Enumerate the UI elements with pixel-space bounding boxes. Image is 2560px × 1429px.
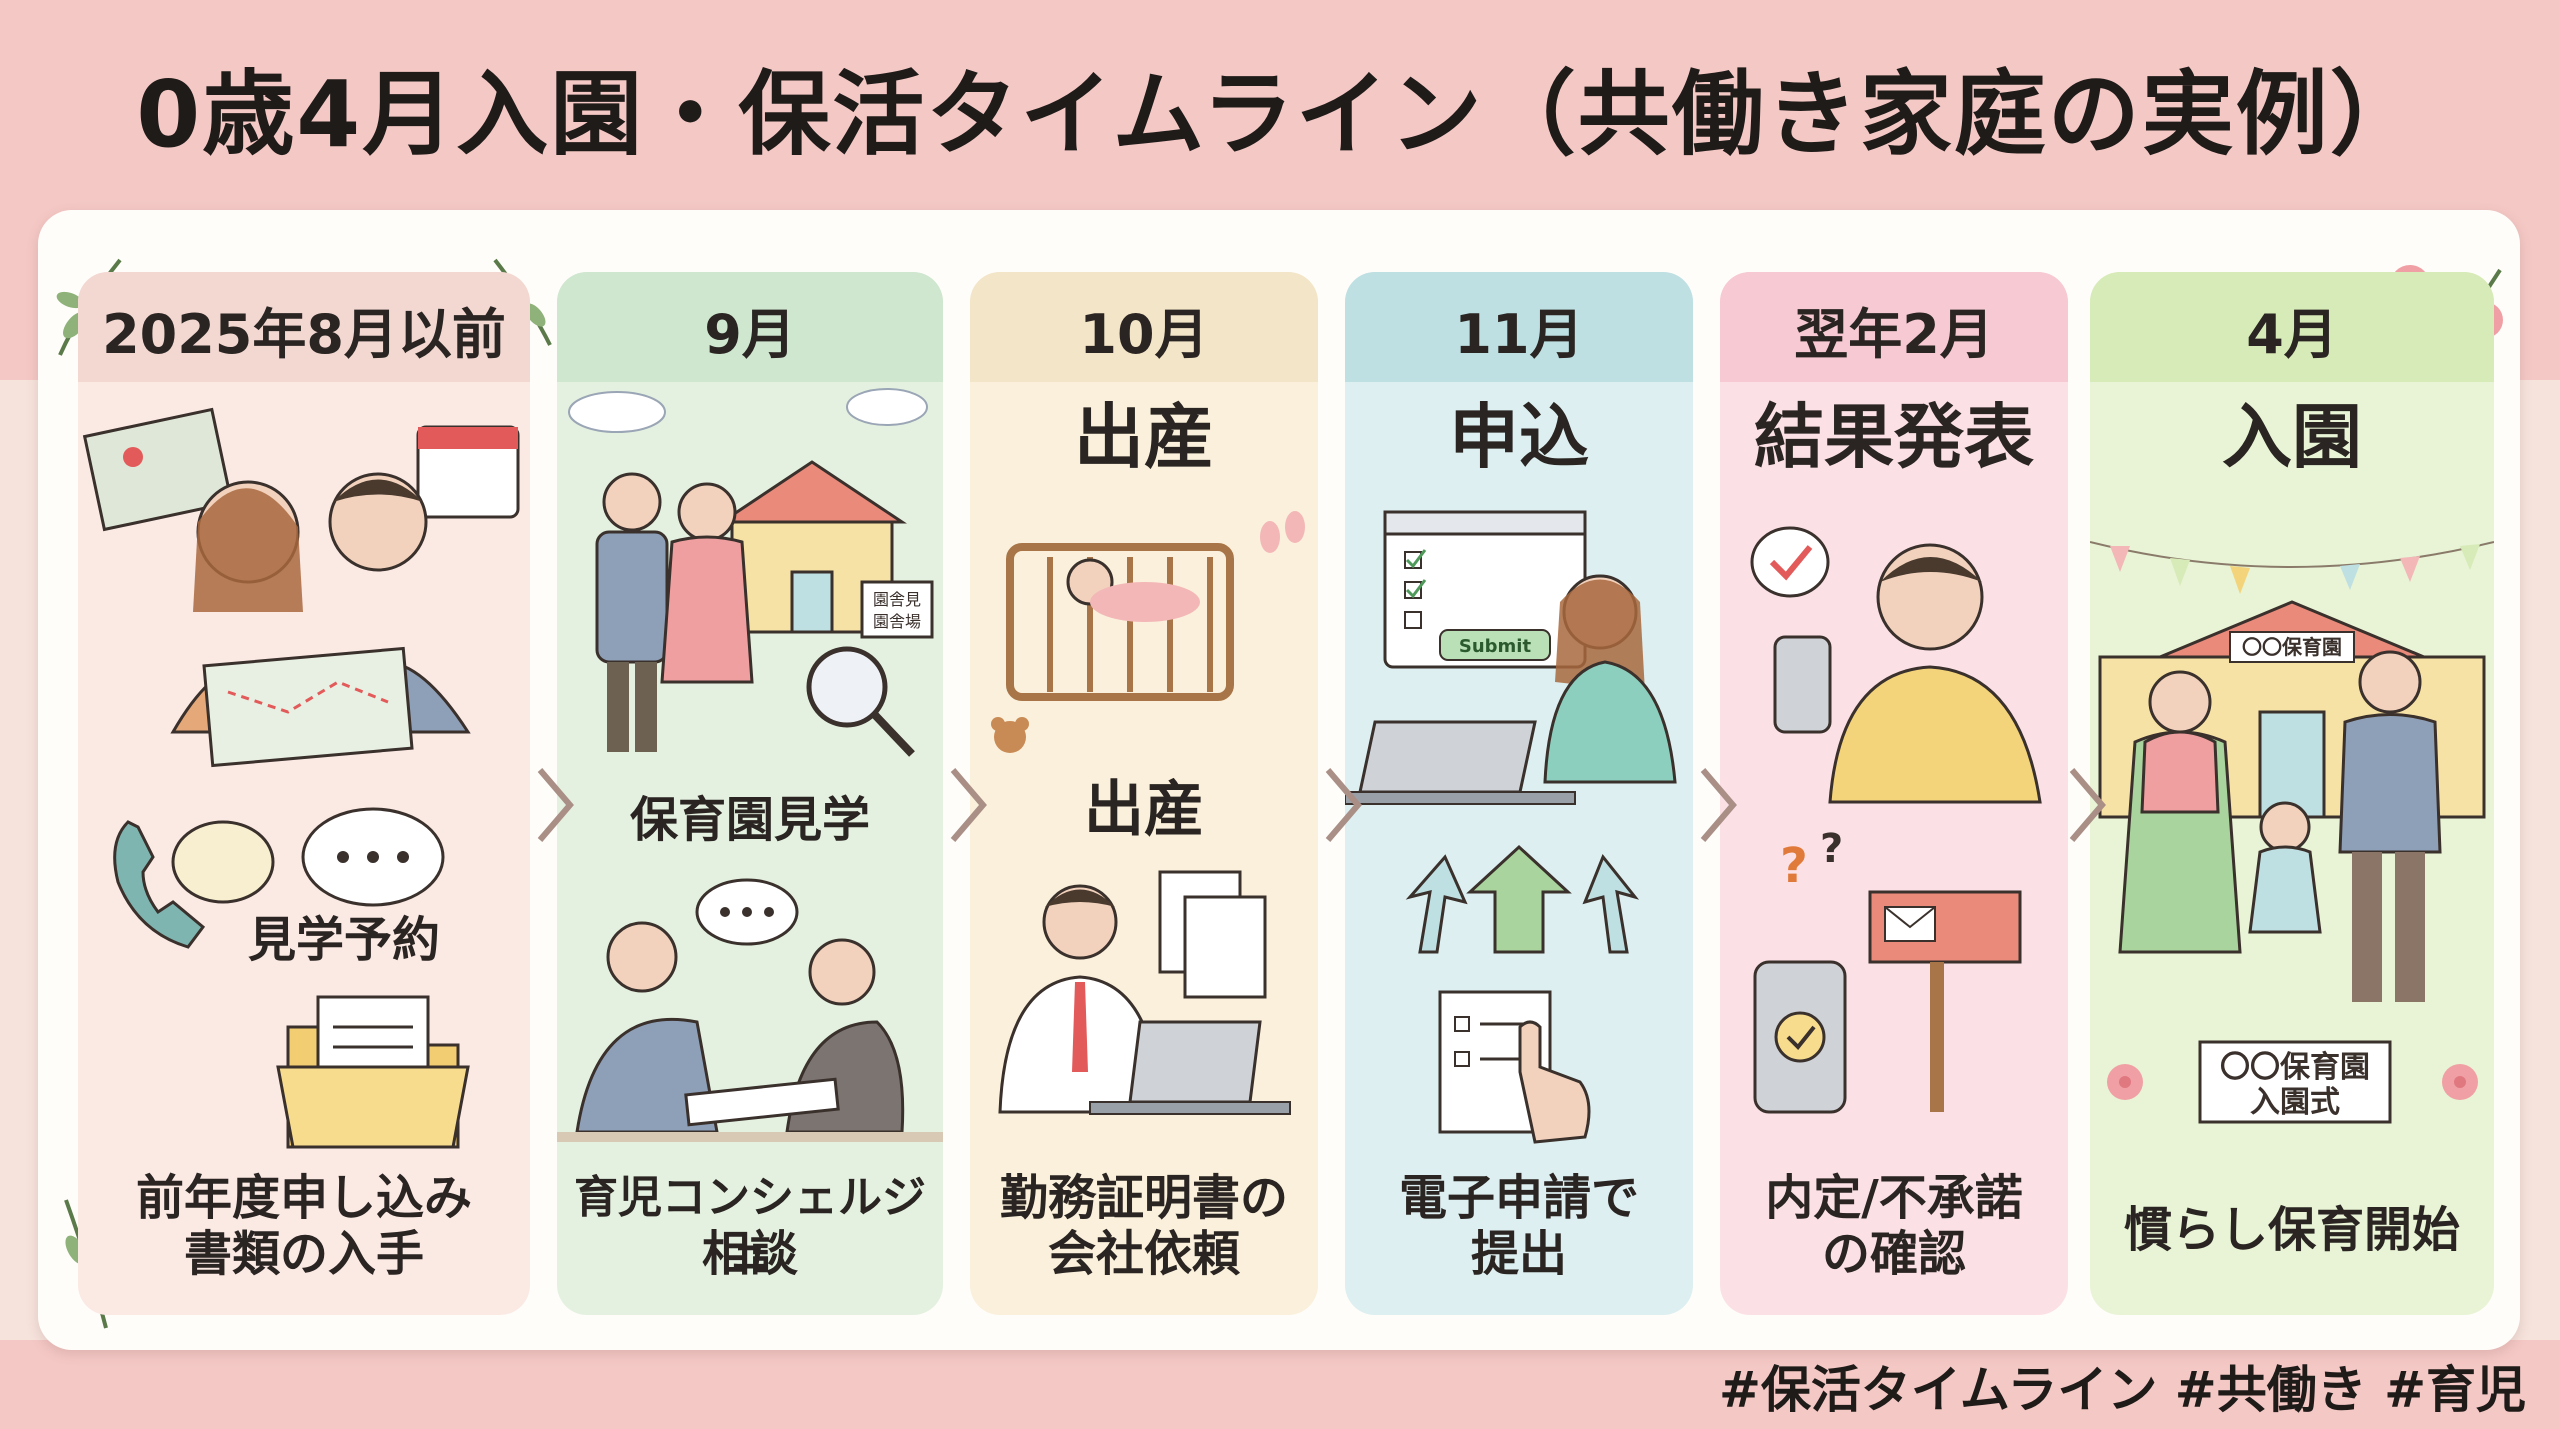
svg-text:?: ?	[1820, 832, 1843, 872]
step-label: 会社依頼	[1047, 1226, 1240, 1282]
timeline-step-aug: 2025年8月以前 見学予約 前年度申し込み 書類の入手	[78, 272, 530, 1315]
step-label: 見学予約	[247, 912, 440, 968]
submit-button-graphic	[1439, 629, 1551, 661]
document-tap-icon	[1438, 990, 1591, 1144]
building-sign: 〇〇保育園	[2242, 635, 2342, 659]
nursery-entrance-illustration: 〇〇保育園 〇〇保育園 入園式	[2090, 541, 2494, 1124]
upload-arrows-icon	[1405, 844, 1640, 954]
step-header: 10月	[970, 272, 1318, 382]
step-label: 勤務証明書の	[999, 1170, 1288, 1226]
baby-crib-illustration	[991, 511, 1305, 753]
chevron-right-icon	[1700, 768, 1737, 842]
timeline-step-nov: 11月 申込 Submit 電子申請で 提出	[1345, 272, 1693, 1315]
step-label: 慣らし保育開始	[2123, 1202, 2460, 1258]
svg-text:?: ?	[1780, 838, 1808, 894]
sign-text: 園舎見	[873, 590, 921, 609]
step-header: 2025年8月以前	[78, 272, 530, 382]
ceremony-sign-line: 〇〇保育園	[2220, 1050, 2370, 1085]
sign-text: 園舎場	[873, 612, 921, 631]
step-subheader: 出産	[1074, 396, 1214, 478]
step-subheader: 入園	[2222, 396, 2362, 478]
step-header: 4月	[2090, 272, 2494, 382]
step-subheader: 申込	[1449, 396, 1589, 478]
step-label: の確認	[1821, 1226, 1966, 1282]
step-header: 翌年2月	[1720, 272, 2068, 382]
mailbox-phone-illustration: ? ?	[1753, 832, 2022, 1114]
step-label: 書類の入手	[183, 1226, 424, 1282]
timeline-step-oct: 10月 出産 出産 勤務証明書の 会社依頼	[970, 272, 1318, 1315]
online-application-illustration: Submit	[1345, 510, 1677, 805]
step-header: 9月	[557, 272, 943, 382]
chevron-right-icon	[537, 768, 574, 842]
timeline-step-apr: 4月 入園 〇〇保育園 〇〇保育園 入園式 慣らし保育開始	[2090, 272, 2494, 1315]
folder-documents-icon	[276, 995, 470, 1149]
consultation-illustration	[557, 878, 943, 1142]
chevron-right-icon	[1325, 768, 1362, 842]
step-label: 保育園見学	[629, 792, 870, 848]
timeline-step-sep: 9月 園舎見 園舎場 保育園見学 育児コンシェルジュ 相談	[557, 272, 943, 1315]
chevron-right-icon	[950, 768, 987, 842]
submit-label: Submit	[1459, 636, 1532, 657]
step-label: 電子申請で	[1398, 1170, 1639, 1226]
footer-band	[0, 1340, 2560, 1429]
ceremony-sign-line: 入園式	[2250, 1085, 2340, 1120]
hashtags: #保活タイムライン #共働き #育児	[1719, 1361, 2526, 1419]
step-label: 内定/不承諾	[1765, 1170, 2023, 1226]
office-worker-laptop-illustration	[998, 870, 1291, 1115]
timeline-step-feb: 翌年2月 結果発表 ? ? 内定/不承諾 の確認	[1720, 272, 2068, 1315]
page-title: 0歳4月入園・保活タイムライン（共働き家庭の実例）	[136, 61, 2424, 168]
step-subheader: 結果発表	[1754, 396, 2034, 478]
step-header: 11月	[1345, 272, 1693, 382]
step-label: 相談	[701, 1226, 798, 1282]
phone-chat-icon	[113, 807, 445, 949]
nursery-visit-illustration: 園舎見 園舎場	[568, 388, 934, 757]
result-check-illustration	[1750, 526, 2042, 804]
step-label: 提出	[1470, 1226, 1567, 1282]
step-label: 前年度申し込み	[135, 1170, 472, 1226]
couple-with-map-illustration	[82, 407, 520, 768]
chevron-right-icon	[2069, 768, 2106, 842]
step-label: 育児コンシェルジュ	[574, 1172, 926, 1279]
step-label: 出産	[1084, 775, 1204, 845]
